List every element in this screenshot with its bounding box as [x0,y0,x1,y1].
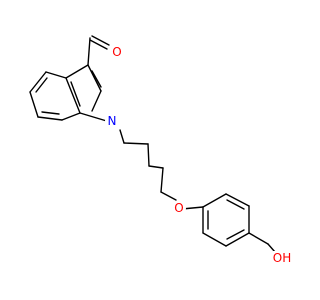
bond-aldehyde-c-o-2 [91,35,110,46]
bond-ring-b-inner [226,199,245,210]
bond-chain-3 [147,143,150,167]
bond-c3-c3a [65,64,89,79]
bond-chain-2 [123,142,149,145]
indole-nitrogen: N [105,114,119,128]
hydroxyl-group: OH [271,251,293,265]
indole-nitrogen-label: N [108,114,117,128]
bond-ring-e [202,232,227,247]
bond-chain-1 [119,129,125,144]
bond-aldehyde-c-o-1 [89,39,108,50]
bond-chain-4 [148,165,164,169]
bond-c6-c7 [37,116,63,121]
ether-oxygen: O [172,201,186,215]
bond-aldehyde-c-c [87,37,91,66]
bond-c5-c6 [29,91,39,118]
bond-c7-c7a [61,112,81,121]
bond-c3-c2-inner [91,70,102,88]
bond-c3-c2 [87,64,102,92]
bond-c3a-c7a-inner [70,81,81,107]
bond-ring-b [225,193,250,207]
bond-ring-d-inner [226,229,245,240]
bonds [29,35,276,253]
bond-c4-c5 [29,71,47,93]
bond-c6-c7-inner [41,111,60,115]
bond-ring-a [202,193,227,208]
molecule-structure: O N O OH [29,35,293,265]
aldehyde-oxygen-label: O [112,45,121,59]
bond-ch2-oh [267,243,276,253]
ether-oxygen-label: O [174,201,183,215]
bond-c2-n1 [91,90,102,112]
bond-c3a-c7a [65,77,81,114]
atom-labels: O N O OH [105,45,293,265]
bond-ring-d [225,232,250,247]
bond-chain-6 [160,191,177,201]
bond-c4-c5-inner [35,77,48,93]
bond-chain-5 [160,167,164,193]
bond-ring-ch2 [248,232,269,245]
bond-n1-c7a [79,112,111,123]
aldehyde-oxygen: O [110,45,124,59]
bond-c3a-c4 [45,71,67,79]
hydroxyl-label: OH [273,251,291,265]
